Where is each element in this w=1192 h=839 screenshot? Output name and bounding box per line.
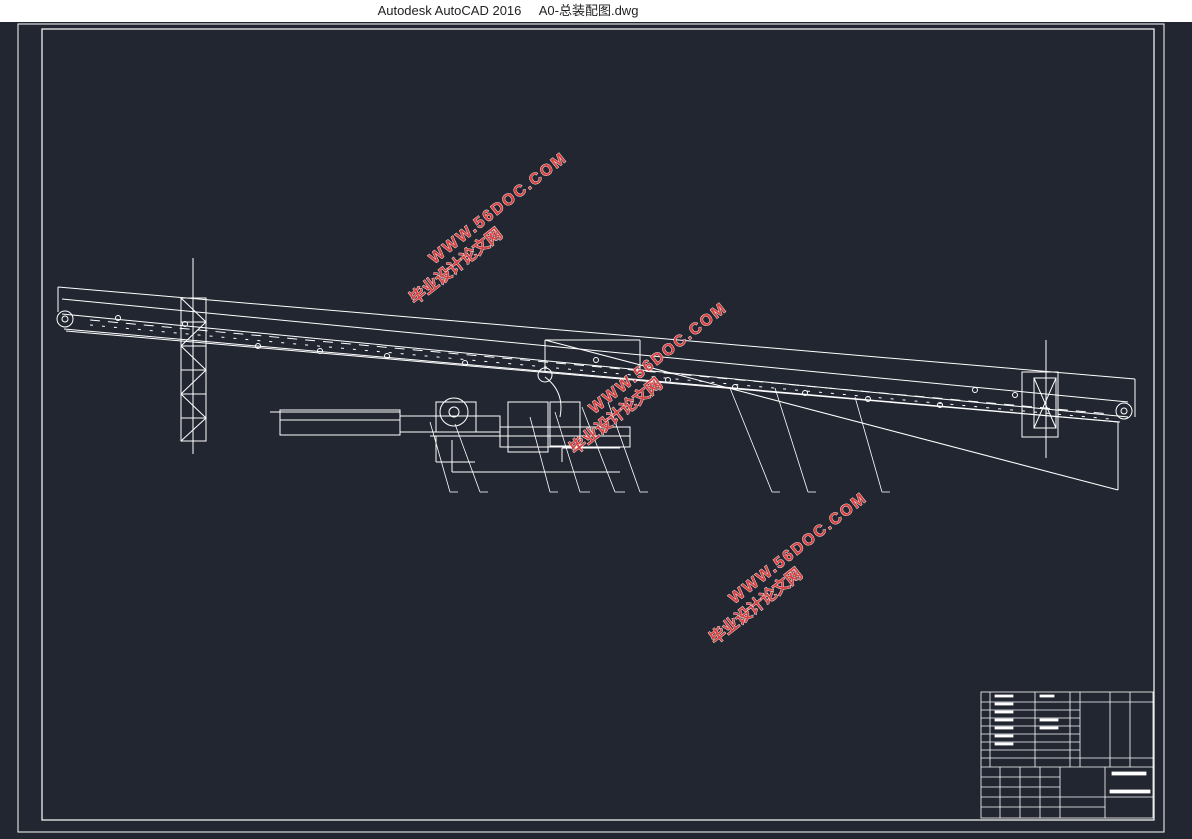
window-titlebar: Autodesk AutoCAD 2016 A0-总装配图.dwg bbox=[0, 0, 1192, 22]
svg-text:WWW.56DOC.COM: WWW.56DOC.COM bbox=[426, 149, 570, 267]
watermark-1: 毕业设计论文网 WWW.56DOC.COM bbox=[405, 149, 571, 308]
drawing-viewport[interactable]: 毕业设计论文网 WWW.56DOC.COM 毕业设计论文网 WWW.56DOC.… bbox=[0, 22, 1192, 834]
sheet-outer-border bbox=[17, 23, 1165, 833]
right-support-tower bbox=[1021, 340, 1059, 458]
drive-unit bbox=[270, 376, 631, 473]
watermark-2: 毕业设计论文网 WWW.56DOC.COM bbox=[565, 299, 731, 458]
window-title: Autodesk AutoCAD 2016 A0-总装配图.dwg bbox=[377, 3, 639, 18]
sheet-inner-frame bbox=[41, 28, 1155, 821]
left-support-tower bbox=[180, 258, 207, 454]
part-leader-lines bbox=[429, 387, 890, 493]
svg-text:WWW.56DOC.COM: WWW.56DOC.COM bbox=[726, 489, 870, 607]
cad-drawing[interactable]: 毕业设计论文网 WWW.56DOC.COM 毕业设计论文网 WWW.56DOC.… bbox=[0, 22, 1192, 834]
conveyor-assembly bbox=[56, 286, 1136, 491]
svg-text:WWW.56DOC.COM: WWW.56DOC.COM bbox=[586, 299, 730, 417]
title-block bbox=[980, 691, 1154, 819]
watermark-3: 毕业设计论文网 WWW.56DOC.COM bbox=[705, 489, 871, 648]
